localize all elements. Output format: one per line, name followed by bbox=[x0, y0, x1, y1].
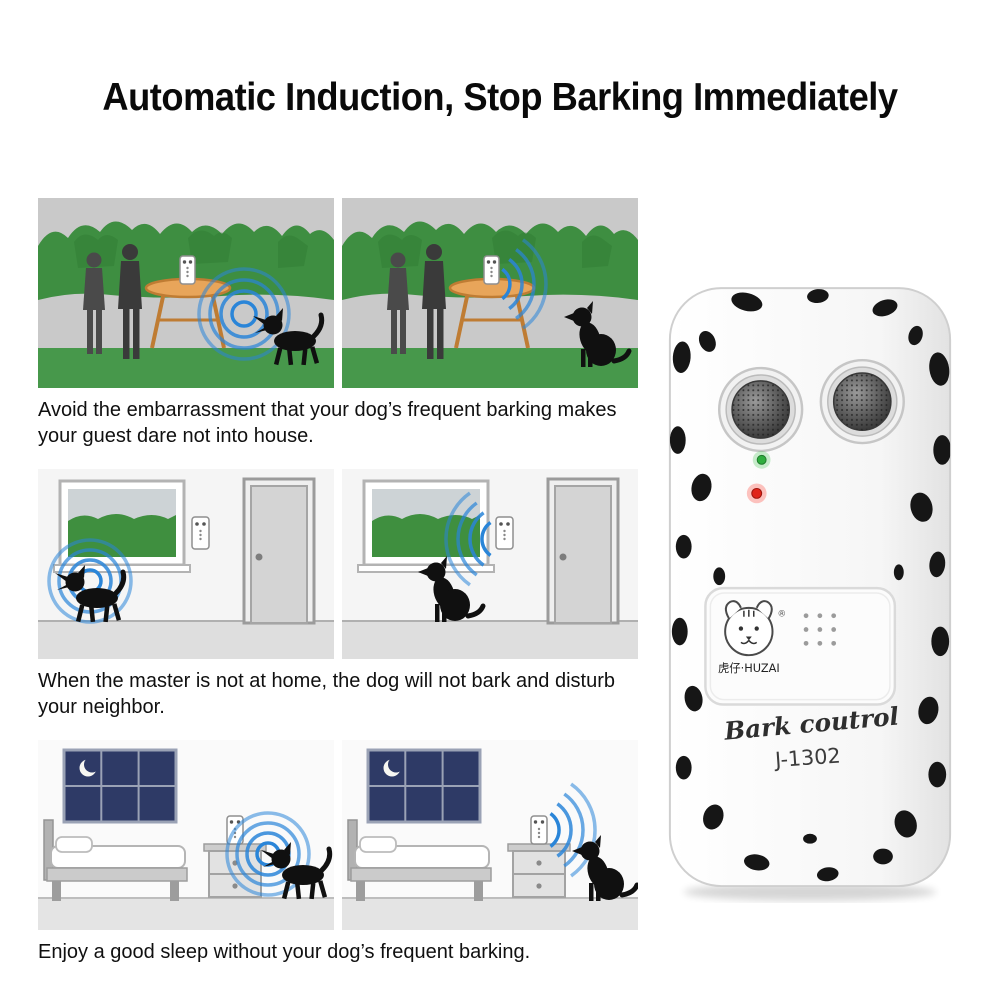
moon-icon bbox=[383, 756, 404, 777]
nightstand bbox=[507, 843, 571, 898]
illustration-outdoor-dog-barking bbox=[38, 198, 334, 388]
device-shadow bbox=[683, 883, 937, 901]
dog-sitting-silhouette bbox=[572, 835, 638, 901]
illustration-indoor-dog-quiet bbox=[342, 469, 638, 659]
patio-table bbox=[448, 277, 536, 349]
bark-device-icon bbox=[530, 815, 548, 845]
ultrasonic-waves-icon bbox=[444, 491, 492, 587]
ultrasonic-sensor-right bbox=[819, 358, 905, 445]
scene-row-neighbor: When the master is not at home, the dog … bbox=[38, 469, 642, 720]
model-number: J-1302 bbox=[772, 743, 841, 772]
dog-sitting-silhouette bbox=[418, 556, 486, 622]
window bbox=[53, 479, 191, 573]
bark-device-icon bbox=[191, 516, 210, 550]
dog-barking-silhouette bbox=[55, 565, 127, 623]
door bbox=[242, 477, 316, 625]
scene-caption: When the master is not at home, the dog … bbox=[38, 670, 615, 718]
illustration-night-dog-barking bbox=[38, 740, 334, 930]
door bbox=[546, 477, 620, 625]
night-window bbox=[366, 748, 482, 824]
illustration-indoor-dog-barking bbox=[38, 469, 334, 659]
ultrasonic-waves-icon bbox=[501, 238, 548, 330]
door-knob bbox=[255, 553, 263, 561]
scene-panels bbox=[38, 469, 642, 659]
scene-row-sleep: Enjoy a good sleep without your dog’s fr… bbox=[38, 740, 642, 965]
people-silhouettes bbox=[83, 244, 142, 359]
scene-panels bbox=[38, 740, 642, 930]
floor bbox=[38, 898, 334, 930]
floor bbox=[38, 621, 334, 659]
bark-device-icon bbox=[179, 255, 196, 285]
dog-sitting-silhouette bbox=[564, 301, 632, 367]
moon-icon bbox=[79, 756, 100, 777]
scene-panels bbox=[38, 198, 642, 388]
red-led bbox=[746, 483, 767, 504]
bark-device-icon bbox=[483, 255, 500, 285]
scene-column: Avoid the embarrassment that your dog’s … bbox=[38, 198, 642, 985]
brand-text: 虎仔·HUZAI bbox=[718, 661, 780, 675]
brand-label-panel: ® 虎仔·HUZAI bbox=[704, 586, 897, 706]
floor bbox=[342, 898, 638, 930]
green-led bbox=[752, 450, 771, 469]
grass bbox=[38, 348, 334, 388]
door-knob bbox=[559, 553, 567, 561]
bed bbox=[43, 819, 188, 901]
page-title: Automatic Induction, Stop Barking Immedi… bbox=[102, 76, 898, 119]
dalmatian-spots bbox=[669, 289, 951, 882]
people-silhouettes bbox=[387, 244, 446, 359]
product-column: ® 虎仔·HUZAI Bark coutrol J-1302 bbox=[662, 198, 958, 906]
content-area: Avoid the embarrassment that your dog’s … bbox=[38, 198, 958, 985]
bark-device-icon bbox=[495, 516, 514, 550]
dog-barking-silhouette bbox=[261, 842, 333, 900]
ultrasonic-waves-icon bbox=[549, 782, 597, 878]
illustration-outdoor-dog-quiet bbox=[342, 198, 638, 388]
dog-barking-silhouette bbox=[253, 308, 325, 366]
illustration-night-dog-quiet bbox=[342, 740, 638, 930]
scene-caption: Enjoy a good sleep without your dog’s fr… bbox=[38, 941, 531, 963]
bed bbox=[347, 819, 492, 901]
night-window bbox=[62, 748, 178, 824]
ultrasonic-waves-icon bbox=[197, 267, 291, 361]
brand-logo-icon bbox=[724, 600, 774, 657]
ultrasonic-sensor-left bbox=[717, 366, 804, 453]
scene-caption: Avoid the embarrassment that your dog’s … bbox=[38, 399, 617, 447]
scene-row-guests: Avoid the embarrassment that your dog’s … bbox=[38, 198, 642, 449]
speaker-holes bbox=[803, 613, 837, 646]
floor bbox=[342, 621, 638, 659]
registered-mark: ® bbox=[777, 610, 786, 620]
product-photo: ® 虎仔·HUZAI Bark coutrol J-1302 bbox=[668, 287, 952, 901]
